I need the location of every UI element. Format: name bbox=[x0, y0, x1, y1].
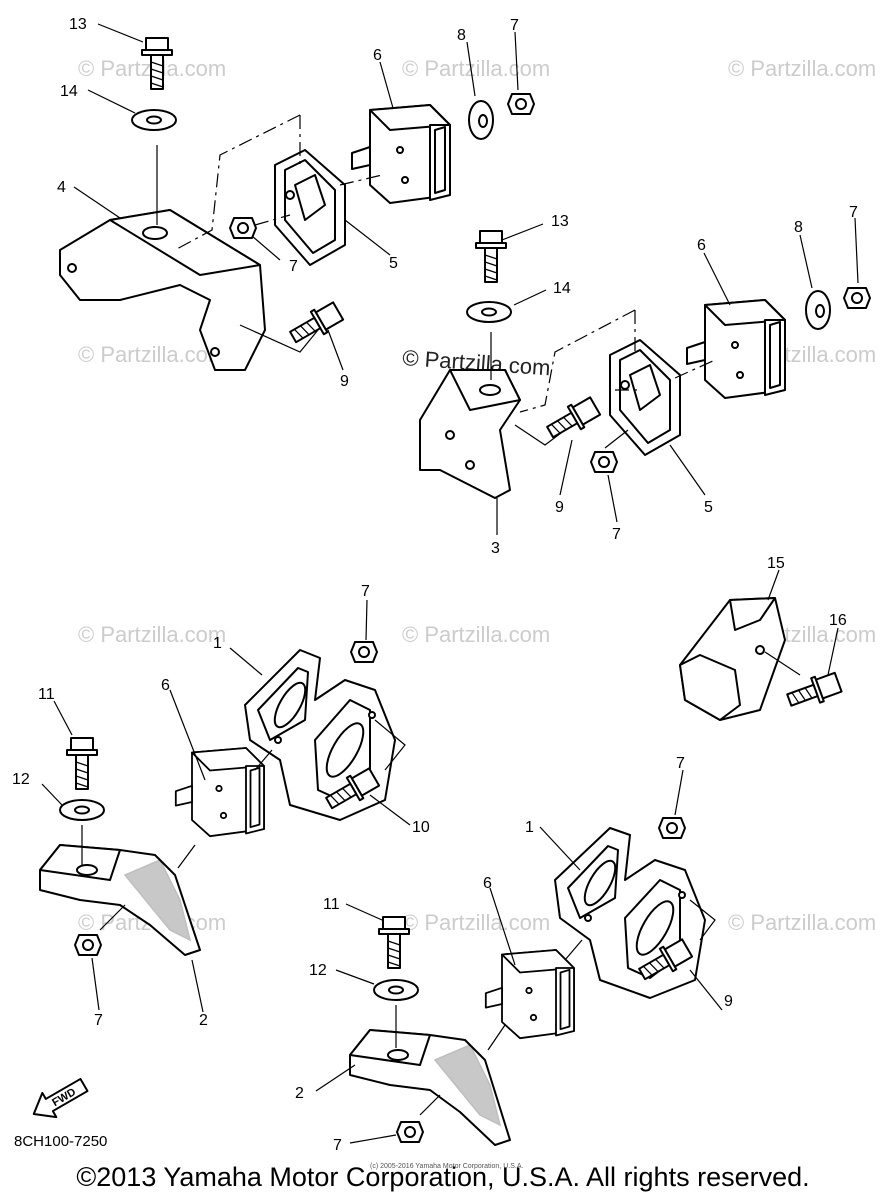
callout-2: 2 bbox=[295, 1085, 304, 1102]
callout-7: 7 bbox=[612, 526, 621, 543]
watermark: © Partzilla.com bbox=[78, 342, 226, 367]
part-6-rubber-mount bbox=[174, 747, 265, 838]
part-9-bolt bbox=[542, 393, 603, 445]
part-11-bolt bbox=[66, 737, 98, 790]
part-5-mount-bracket bbox=[609, 339, 681, 456]
part-8-washer bbox=[805, 290, 831, 330]
part-8-washer bbox=[468, 100, 494, 140]
callout-9: 9 bbox=[555, 499, 564, 516]
callout-4: 4 bbox=[57, 179, 66, 196]
part-7-nut bbox=[590, 451, 618, 473]
part-13-bolt bbox=[475, 230, 507, 283]
group-d-left-mount bbox=[39, 641, 406, 956]
part-7-nut bbox=[658, 817, 686, 839]
part-5-mount-bracket bbox=[274, 149, 346, 266]
group-c-bracket-15 bbox=[679, 597, 844, 721]
part-6-rubber-mount bbox=[484, 949, 575, 1040]
callout-7: 7 bbox=[676, 755, 685, 772]
callout-13: 13 bbox=[551, 213, 569, 230]
callout-7: 7 bbox=[94, 1012, 103, 1029]
callout-9: 9 bbox=[340, 373, 349, 390]
callout-10: 10 bbox=[412, 819, 430, 836]
callout-16: 16 bbox=[829, 612, 847, 629]
watermark: © Partzilla.com bbox=[402, 910, 550, 935]
callout-7: 7 bbox=[361, 583, 370, 600]
watermark: © Partzilla.com bbox=[78, 622, 226, 647]
callout-6: 6 bbox=[373, 47, 382, 64]
part-6-rubber-mount bbox=[686, 299, 786, 399]
part-7-nut bbox=[74, 934, 102, 956]
diagram-part-number: 8CH100-7250 bbox=[14, 1133, 107, 1150]
watermark: © Partzilla.com bbox=[728, 56, 876, 81]
callout-14: 14 bbox=[60, 83, 78, 100]
group-b-rear-mount bbox=[419, 230, 871, 499]
part-7-nut bbox=[229, 217, 257, 239]
callout-5: 5 bbox=[389, 255, 398, 272]
callout-6: 6 bbox=[483, 875, 492, 892]
forward-arrow: FWD bbox=[32, 1077, 89, 1119]
part-7-nut bbox=[507, 93, 535, 115]
part-14-washer bbox=[466, 301, 512, 323]
group-a-front-mount bbox=[59, 37, 535, 371]
watermark: © Partzilla.com bbox=[402, 56, 550, 81]
callout-8: 8 bbox=[794, 219, 803, 236]
part-6-rubber-mount bbox=[351, 104, 451, 204]
callout-6: 6 bbox=[161, 677, 170, 694]
part-7-nut bbox=[350, 641, 378, 663]
callout-7: 7 bbox=[849, 204, 858, 221]
callout-11: 11 bbox=[323, 896, 340, 913]
leader-lines bbox=[41, 23, 859, 1144]
callout-11: 11 bbox=[38, 686, 55, 703]
callout-12: 12 bbox=[12, 771, 30, 788]
callout-12: 12 bbox=[309, 962, 327, 979]
callout-7: 7 bbox=[333, 1137, 342, 1154]
watermark: © Partzilla.com bbox=[728, 910, 876, 935]
part-12-washer bbox=[59, 799, 105, 821]
callout-7: 7 bbox=[289, 258, 298, 275]
callout-3: 3 bbox=[491, 540, 500, 557]
callout-8: 8 bbox=[457, 27, 466, 44]
tiny-copyright-notice: (c) 2005-2016 Yamaha Motor Corporation, … bbox=[370, 1163, 523, 1170]
callout-13: 13 bbox=[69, 16, 87, 33]
part-9-bolt bbox=[285, 298, 346, 350]
callout-9: 9 bbox=[724, 993, 733, 1010]
part-16-bolt bbox=[783, 668, 844, 714]
callout-6: 6 bbox=[697, 237, 706, 254]
part-12-washer bbox=[373, 979, 419, 1001]
part-7-nut bbox=[843, 287, 871, 309]
part-7-nut bbox=[396, 1121, 424, 1143]
callout-labels: 13 14 4 6 8 7 7 5 9 13 14 6 8 7 9 7 5 3 … bbox=[12, 16, 858, 1154]
callout-14: 14 bbox=[553, 280, 571, 297]
part-14-washer bbox=[131, 109, 177, 131]
callout-1: 1 bbox=[525, 819, 534, 836]
copyright-notice: ©2013 Yamaha Motor Corporation, U.S.A. A… bbox=[76, 1162, 809, 1192]
part-11-bolt bbox=[378, 916, 410, 969]
callout-1: 1 bbox=[213, 635, 222, 652]
callout-2: 2 bbox=[199, 1012, 208, 1029]
group-e-right-mount bbox=[349, 817, 716, 1146]
callout-7: 7 bbox=[510, 17, 519, 34]
callout-15: 15 bbox=[767, 555, 785, 572]
callout-5: 5 bbox=[704, 499, 713, 516]
watermark: © Partzilla.com bbox=[402, 622, 550, 647]
